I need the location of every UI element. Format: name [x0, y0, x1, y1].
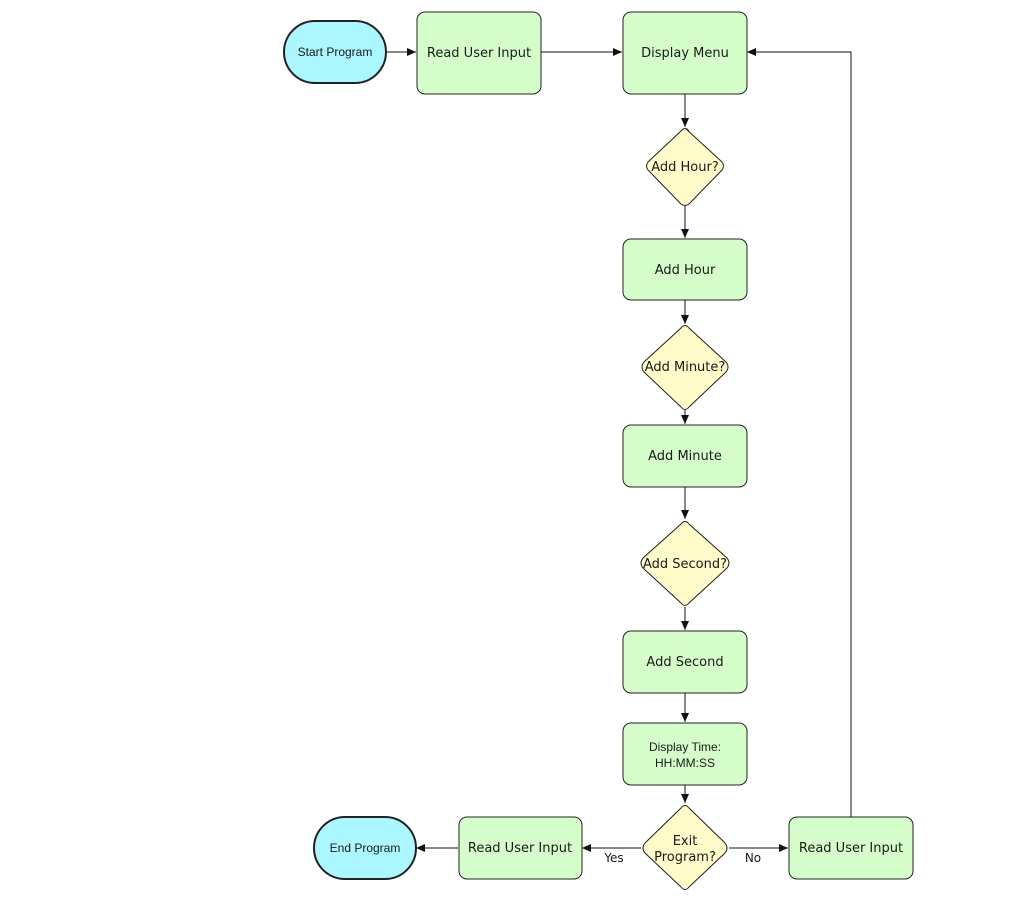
- add-second-decision-shape: [640, 521, 730, 606]
- no-label: No: [745, 851, 761, 865]
- display-menu-box: [622, 11, 748, 95]
- read-input-right-box: [788, 816, 914, 880]
- add-hour-decision-node: Add Hour?: [646, 127, 724, 206]
- add-minute-label: Add Minute: [648, 449, 722, 464]
- read-input-top-node: Read User Input: [416, 11, 542, 95]
- read-input-right-label: Read User Input: [799, 841, 903, 856]
- display-time-label-line2: HH:MM:SS: [655, 756, 715, 770]
- edge-loop-back-to-menu: [747, 48, 852, 817]
- read-input-left-box: [458, 816, 583, 880]
- yes-label: Yes: [603, 851, 623, 865]
- add-hour-node: Add Hour: [622, 238, 748, 301]
- add-minute-box: [622, 424, 748, 488]
- add-second-label: Add Second: [646, 655, 723, 670]
- display-menu-node: Display Menu: [622, 11, 748, 95]
- display-time-node: Display Time: HH:MM:SS: [622, 722, 748, 786]
- add-second-decision-label: Add Second?: [643, 557, 727, 572]
- add-second-node: Add Second: [622, 630, 748, 694]
- add-hour-decision-shape: [646, 127, 724, 206]
- add-minute-node: Add Minute: [622, 424, 748, 488]
- start-terminal-shape: [283, 20, 387, 84]
- add-hour-label: Add Hour: [655, 263, 716, 278]
- exit-program-decision-node: Exit Program?: [642, 805, 728, 890]
- add-minute-decision-label: Add Minute?: [645, 360, 726, 375]
- exit-program-label-line2: Program?: [654, 850, 716, 865]
- display-time-label-line1: Display Time:: [649, 740, 721, 754]
- end-node: End Program: [313, 816, 417, 880]
- end-label: End Program: [330, 841, 401, 855]
- connectors: [387, 48, 852, 852]
- read-input-left-label: Read User Input: [468, 841, 572, 856]
- add-minute-decision-node: Add Minute?: [641, 325, 729, 410]
- read-input-top-label: Read User Input: [427, 46, 531, 61]
- add-second-decision-node: Add Second?: [640, 521, 730, 606]
- display-menu-label: Display Menu: [641, 46, 729, 61]
- read-input-left-node: Read User Input: [458, 816, 583, 880]
- start-label: Start Program: [298, 45, 373, 59]
- add-hour-decision-label: Add Hour?: [651, 160, 719, 175]
- read-input-right-node: Read User Input: [788, 816, 914, 880]
- start-node: Start Program: [283, 20, 387, 84]
- read-input-top-box: [416, 11, 542, 95]
- display-time-box: [622, 722, 748, 786]
- add-hour-box: [622, 238, 748, 301]
- add-second-box: [622, 630, 748, 694]
- exit-program-decision-shape: [642, 805, 728, 890]
- exit-program-label-line1: Exit: [673, 834, 698, 849]
- end-terminal-shape: [313, 816, 417, 880]
- add-minute-decision-shape: [641, 325, 729, 410]
